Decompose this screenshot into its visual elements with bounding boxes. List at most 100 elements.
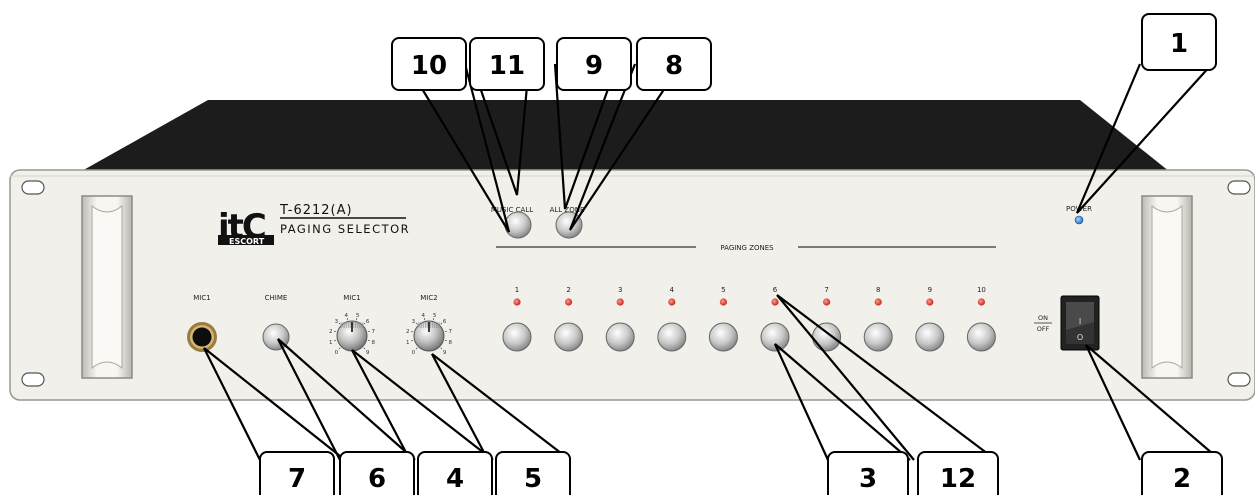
knob2-scale-8: 8 [449,340,453,346]
zone-1-label: 1 [515,286,519,294]
zone-3-button[interactable] [605,322,635,352]
zone-7-button[interactable] [812,322,842,352]
mic1-volume-label: MIC1 [343,294,360,302]
knob1-scale-6: 6 [366,319,370,325]
mic1-input-label: MIC1 [193,294,210,302]
knob1-scale-0: 0 [335,350,339,356]
knob2-scale-0: 0 [412,350,416,356]
knob1-scale-4: 4 [345,313,349,319]
zone-4-button[interactable] [657,322,687,352]
zone-5-button[interactable] [708,322,738,352]
zone-8-label: 8 [876,286,880,294]
chime-label: CHIME [265,294,288,302]
zone-2-button[interactable] [554,322,584,352]
knob2-scale-7: 7 [449,329,453,335]
svg-text:7: 7 [288,464,306,494]
svg-text:8: 8 [665,51,683,81]
svg-text:4: 4 [446,464,464,494]
zone-1-button[interactable] [502,322,532,352]
knob1-scale-1: 1 [329,340,333,346]
svg-text:1: 1 [1170,29,1188,59]
zone-2-led [565,298,573,306]
zone-1-led [513,298,521,306]
knob1-scale-3: 3 [335,319,339,325]
zone-7-label: 7 [824,286,828,294]
svg-text:5: 5 [524,464,542,494]
knob2-scale-4: 4 [422,313,426,319]
off-label: OFF [1037,325,1050,333]
zone-4-label: 4 [670,286,675,294]
callout-12: 12 [917,451,999,495]
rack-hole-top-right [1227,180,1251,195]
rack-hole-bottom-right [1227,372,1251,387]
mic1-input-jack[interactable] [187,322,217,352]
callout-9: 9 [556,37,632,91]
callout-11: 11 [469,37,545,91]
zone-6-label: 6 [773,286,778,294]
callout-boxes: 10 11 9 8 1 7 6 4 5 3 12 2 [259,13,1223,495]
left-handle [81,195,133,379]
mic2-volume-knob[interactable]: 01 234 567 89 [406,313,453,356]
zone-8-led [874,298,882,306]
music-call-button[interactable] [504,211,532,239]
svg-text:3: 3 [859,464,877,494]
callout-5: 5 [495,451,571,495]
knob2-scale-9: 9 [443,350,447,356]
zone-9-label: 9 [928,286,932,294]
on-label: ON [1038,314,1048,322]
callout-10: 10 [391,37,467,91]
svg-text:6: 6 [368,464,386,494]
callout-7: 7 [259,451,335,495]
paging-zones-label: PAGING ZONES [720,244,774,252]
rack-hole-top-left [21,180,45,195]
zone-4-led [668,298,676,306]
callout-leaders [203,63,1221,461]
zone-3-label: 3 [618,286,622,294]
knob2-scale-2: 2 [406,329,410,335]
knob2-scale-3: 3 [412,319,416,325]
knob2-scale-1: 1 [406,340,410,346]
power-led [1074,215,1084,225]
callout-8: 8 [636,37,712,91]
music-call-label: MUSIC CALL [491,206,533,214]
knob2-scale-6: 6 [443,319,447,325]
knob1-scale-5: 5 [356,313,360,319]
zone-3-led [616,298,624,306]
svg-text:11: 11 [489,51,525,81]
knob2-scale-5: 5 [433,313,437,319]
zone-10-button[interactable] [966,322,996,352]
all-zone-label: ALL ZONE [550,206,585,214]
zone-8-button[interactable] [863,322,893,352]
power-switch[interactable]: I O [1060,295,1100,351]
callout-2: 2 [1141,451,1223,495]
knob1-scale-9: 9 [366,350,370,356]
callout-3: 3 [827,451,909,495]
svg-text:ESCORT: ESCORT [229,237,265,246]
right-handle [1141,195,1193,379]
svg-text:2: 2 [1173,464,1191,494]
rack-hole-bottom-left [21,372,45,387]
zone-9-button[interactable] [915,322,945,352]
zone-10-label: 10 [977,286,986,294]
svg-text:12: 12 [940,464,976,494]
all-zone-button[interactable] [555,211,583,239]
zone-9-led [926,298,934,306]
brand-logo: itC ESCORT [218,207,274,247]
zone-7-led [823,298,831,306]
zone-10-led [977,298,986,306]
knob1-scale-7: 7 [372,329,376,335]
svg-text:O: O [1077,333,1083,342]
callout-4: 4 [417,451,493,495]
callout-1: 1 [1141,13,1217,71]
model-label: T-6212(A) [279,203,353,218]
zone-5-led [719,298,728,306]
chassis-top [80,100,1170,172]
svg-text:10: 10 [411,51,447,81]
zone-5-label: 5 [721,286,725,294]
zone-6-button[interactable] [760,322,790,352]
mic2-volume-label: MIC2 [420,294,437,302]
zone-6-led [771,298,779,306]
